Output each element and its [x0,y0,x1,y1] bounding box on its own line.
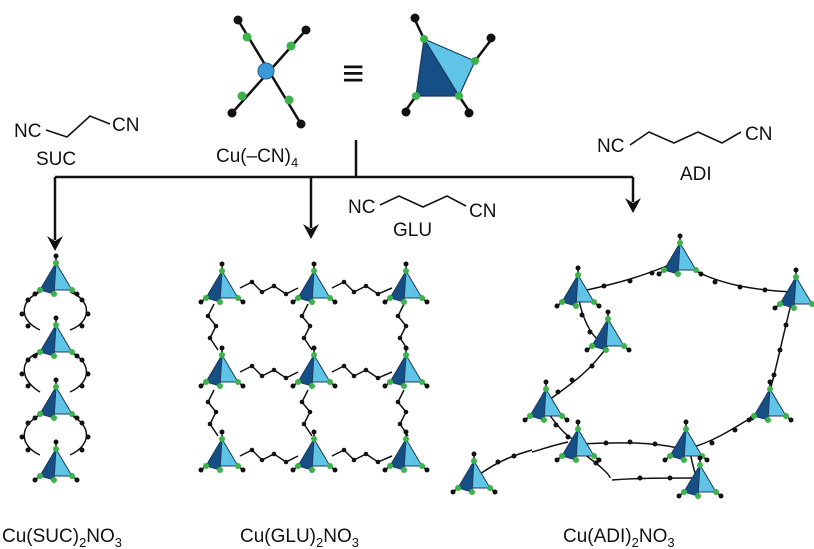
suc-ligand-structure: NC CN SUC [14,115,139,170]
adi-nc-label: NC [597,136,624,157]
glu-cn-label: CN [469,201,496,222]
equals-symbol: ≡ [342,53,364,95]
arrow-heads [47,198,641,251]
branching-arrows [53,140,635,240]
suc-nc-label: NC [14,121,41,142]
glu-ligand-structure: NC CN GLU [348,195,496,241]
arrow-head-adi [625,198,641,213]
adi-cn-label: CN [745,124,772,145]
suc-framework-chain [19,252,91,484]
glu-name-label: GLU [393,220,432,241]
arrow-head-glu [303,224,319,239]
cu-cn4-ball-stick-model [227,15,311,129]
adi-framework-net [449,232,814,500]
adi-ligand-structure: NC CN ADI [597,124,772,185]
suc-name-label: SUC [36,149,76,170]
product-label-glu: Cu(GLU)2NO3 [240,526,359,549]
glu-framework-grid [197,260,431,474]
arrow-head-suc [47,236,63,251]
glu-nc-label: NC [348,197,375,218]
cu-cn4-tetrahedron-model [401,13,496,118]
product-label-suc: Cu(SUC)2NO3 [2,526,122,549]
adi-name-label: ADI [680,164,712,185]
suc-cn-label: CN [112,115,139,136]
product-label-adi: Cu(ADI)2NO3 [563,526,675,549]
cu-cn4-label: Cu(–CN)4 [216,146,298,170]
